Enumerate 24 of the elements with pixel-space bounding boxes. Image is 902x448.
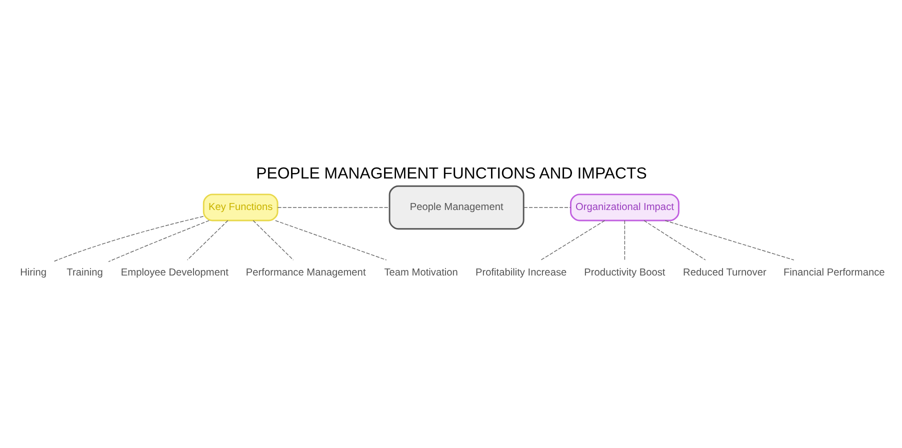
node-text: Reduced Turnover [682,267,766,278]
connector [540,220,605,260]
connector [664,220,794,260]
node-text: Team Motivation [384,267,458,278]
connector [274,220,386,260]
connector [108,220,209,262]
node-text: Hiring [20,267,46,278]
node-text: Financial Performance [783,267,884,278]
connector [252,220,294,260]
node-text: Performance Management [245,267,366,278]
node-text: Productivity Boost [584,267,665,278]
connector [186,220,228,260]
diagram-title: PEOPLE MANAGEMENT FUNCTIONS AND IMPACTS [256,165,646,182]
node-text: Employee Development [120,267,228,278]
node-box: Key Functions [202,193,278,221]
connector [643,220,706,260]
connector [276,206,390,208]
connector [52,216,204,262]
node-box: People Management [388,184,524,230]
node-text: Profitability Increase [474,267,566,278]
node-text: Training [66,267,102,278]
node-box: Organizational Impact [570,193,679,221]
connector [523,206,570,208]
connector [624,220,625,260]
